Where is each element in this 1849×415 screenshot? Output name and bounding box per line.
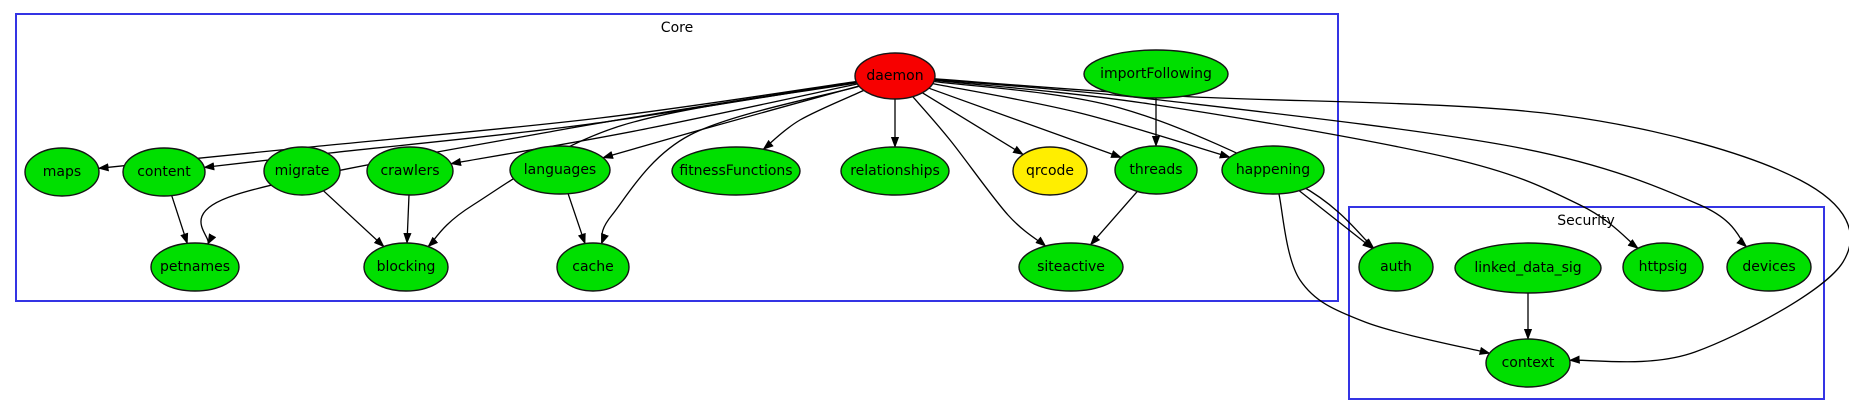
node-migrate [263, 146, 341, 196]
node-qrcode [1012, 146, 1088, 196]
edge-daemon-to-cache [600, 85, 860, 245]
node-qrcode-label: qrcode [1026, 163, 1074, 179]
edge-daemon-to-threads [928, 87, 1123, 159]
node-happening-label: happening [1236, 162, 1310, 178]
node-importFollowing-label: importFollowing [1100, 66, 1212, 82]
edge-threads-to-siteactive [1089, 190, 1138, 246]
cluster-security-box [1348, 206, 1825, 400]
node-fitnessFunctions [671, 146, 801, 196]
node-happening [1221, 145, 1325, 195]
node-migrate-label: migrate [275, 163, 330, 179]
node-siteactive-label: siteactive [1037, 259, 1105, 275]
node-maps-label: maps [43, 164, 81, 180]
edge-migrate-to-blocking [323, 190, 385, 248]
node-content-label: content [137, 164, 191, 180]
node-httpsig [1622, 242, 1704, 292]
node-maps [24, 147, 100, 197]
node-context-label: context [1502, 355, 1555, 371]
node-petnames-label: petnames [160, 259, 230, 275]
node-crawlers [366, 146, 454, 196]
node-importFollowing [1083, 49, 1229, 99]
edge-happening-to-auth [1298, 190, 1374, 250]
node-blocking-label: blocking [377, 259, 436, 275]
node-cache [556, 242, 630, 292]
edge-content-to-petnames [171, 195, 189, 245]
edge-daemon-to-context [934, 78, 1849, 364]
node-content [122, 147, 206, 197]
node-relationships [840, 146, 950, 196]
node-devices-label: devices [1742, 259, 1795, 275]
edge-crawlers-to-blocking [403, 194, 412, 244]
node-fitnessFunctions-label: fitnessFunctions [679, 163, 792, 179]
edge-daemon-to-crawlers [450, 83, 858, 166]
node-languages-label: languages [524, 162, 596, 178]
node-threads [1114, 145, 1198, 195]
edge-daemon-to-happening [932, 82, 1231, 159]
node-languages [509, 145, 611, 195]
node-httpsig-label: httpsig [1639, 259, 1688, 275]
node-linked_data_sig [1454, 242, 1602, 294]
node-crawlers-label: crawlers [380, 163, 439, 179]
node-context [1485, 338, 1571, 388]
node-siteactive [1018, 242, 1124, 292]
edge-happening-to-context [1278, 193, 1491, 355]
node-auth [1358, 242, 1434, 292]
node-relationships-label: relationships [850, 163, 940, 179]
edge-daemon-to-siteactive [912, 96, 1047, 247]
node-blocking [363, 242, 449, 292]
node-threads-label: threads [1129, 162, 1182, 178]
node-devices [1726, 242, 1812, 292]
nodes-layer: daemon importFollowing maps content migrate c… [24, 49, 1812, 388]
edge-daemon-to-httpsig [934, 79, 1639, 249]
node-daemon-label: daemon [866, 68, 923, 84]
edge-daemon-to-devices [934, 78, 1748, 248]
edge-daemon-to-qrcode [922, 92, 1024, 156]
node-auth-label: auth [1380, 259, 1412, 275]
edge-daemon-to-auth [933, 80, 1375, 249]
cluster-core-box [15, 13, 1339, 302]
node-petnames [150, 242, 240, 292]
node-daemon [854, 52, 936, 100]
edge-daemon-to-blocking [427, 82, 858, 248]
node-linked_data_sig-label: linked_data_sig [1474, 260, 1581, 276]
cluster-core-label: Core [661, 20, 693, 36]
node-cache-label: cache [572, 259, 613, 275]
edge-languages-to-cache [567, 193, 586, 245]
edge-daemon-to-fitnessFunctions [762, 89, 865, 150]
edges-layer [97, 78, 1849, 364]
